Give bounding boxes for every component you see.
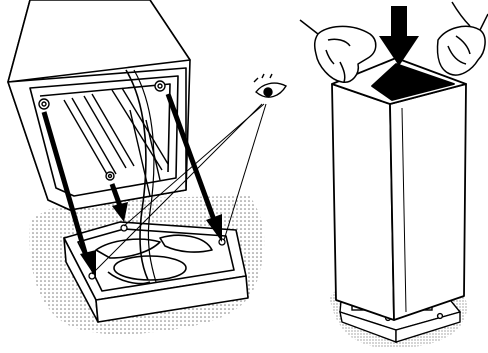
shipping-box	[332, 58, 466, 320]
right-panel	[300, 2, 488, 348]
hand-icon	[438, 2, 488, 75]
eye-icon	[254, 74, 286, 97]
left-panel	[8, 0, 286, 334]
down-arrow-icon	[379, 6, 419, 66]
